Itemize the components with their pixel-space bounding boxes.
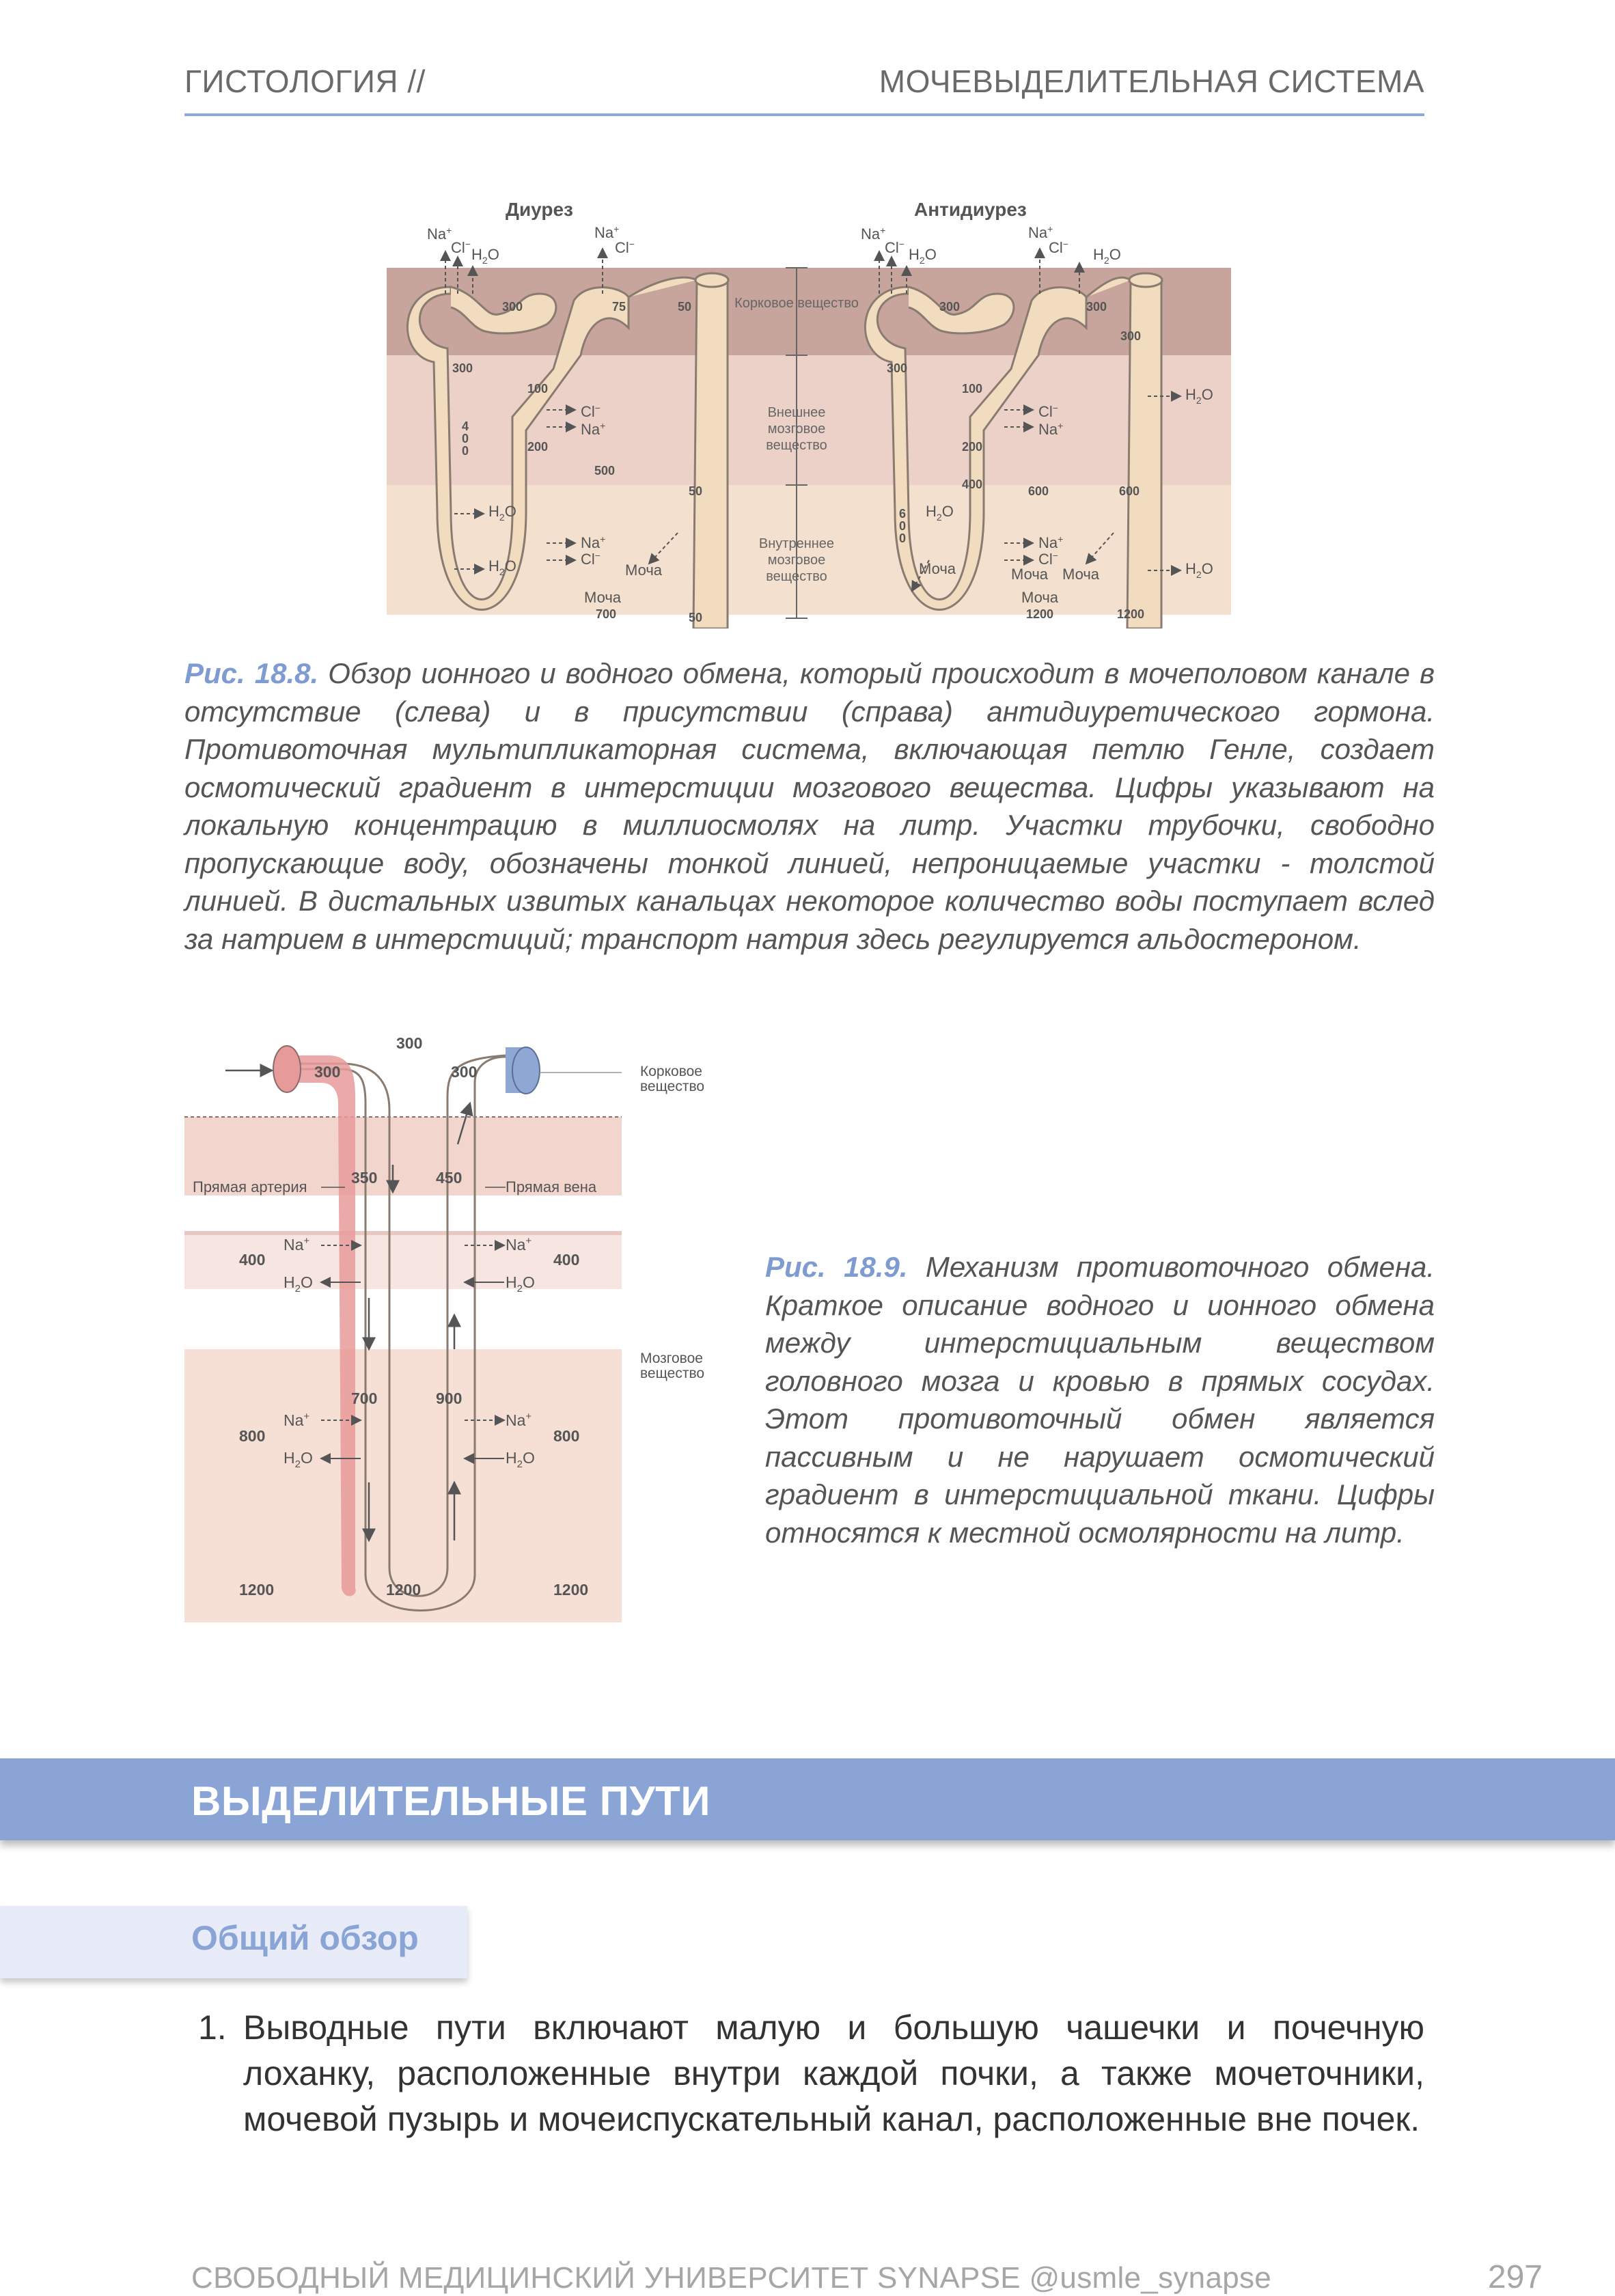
svg-text:6: 6 <box>899 507 906 521</box>
svg-text:Моча: Моча <box>1021 589 1059 606</box>
svg-text:600: 600 <box>1028 484 1049 498</box>
svg-text:0: 0 <box>899 531 906 545</box>
svg-text:500: 500 <box>594 464 615 478</box>
subsection-title: Общий обзор <box>191 1918 419 1958</box>
svg-text:1200: 1200 <box>386 1581 421 1599</box>
cortex-label: Корковое вещество <box>734 296 859 311</box>
svg-text:Моча: Моча <box>584 589 622 606</box>
svg-text:H2O: H2O <box>471 246 499 266</box>
svg-text:100: 100 <box>527 382 548 396</box>
value-300-top: 300 <box>396 1034 422 1052</box>
svg-text:Na+: Na+ <box>861 225 885 243</box>
svg-text:300: 300 <box>1086 300 1107 314</box>
header-rule <box>184 113 1424 116</box>
svg-text:0: 0 <box>462 444 469 458</box>
list-item-number: 1. <box>198 2005 227 2051</box>
vein-end <box>512 1047 540 1094</box>
svg-text:200: 200 <box>527 440 548 454</box>
svg-text:300: 300 <box>451 1063 477 1081</box>
svg-text:Na+: Na+ <box>427 225 452 243</box>
figure-18-8-caption: Рис. 18.8. Обзор ионного и водного обмен… <box>184 654 1435 958</box>
svg-text:0: 0 <box>462 432 469 445</box>
svg-text:Моча: Моча <box>1062 566 1100 583</box>
svg-text:400: 400 <box>553 1251 579 1269</box>
svg-text:1200: 1200 <box>553 1581 588 1599</box>
caption-text: Механизм противоточного обмена. Краткое … <box>765 1251 1435 1549</box>
svg-text:200: 200 <box>962 440 982 454</box>
svg-text:Cl−: Cl− <box>451 238 471 256</box>
svg-text:1200: 1200 <box>1117 607 1144 621</box>
diuresis-title: Диурез <box>506 199 573 220</box>
svg-text:Внешнее: Внешнее <box>768 405 826 420</box>
svg-text:мозговое: мозговое <box>768 421 825 437</box>
svg-text:1200: 1200 <box>239 1581 274 1599</box>
list-item-text: Выводные пути включают малую и большую ч… <box>243 2005 1424 2142</box>
page-number: 297 <box>1488 2258 1543 2296</box>
svg-text:300: 300 <box>887 361 907 375</box>
svg-text:800: 800 <box>553 1427 579 1445</box>
svg-text:50: 50 <box>689 611 702 624</box>
svg-text:50: 50 <box>689 484 702 498</box>
svg-text:Моча: Моча <box>1011 566 1049 583</box>
svg-text:600: 600 <box>1119 484 1140 498</box>
svg-text:700: 700 <box>596 607 616 621</box>
figure-18-9-caption: Рис. 18.9. Механизм противоточного обмен… <box>765 1248 1435 1551</box>
caption-label: Рис. 18.9. <box>765 1251 908 1283</box>
svg-text:0: 0 <box>899 519 906 533</box>
svg-text:Cl−: Cl− <box>885 238 905 256</box>
svg-text:вещество: вещество <box>640 1366 704 1381</box>
svg-text:Прямая вена: Прямая вена <box>506 1178 597 1195</box>
caption-label: Рис. 18.8. <box>184 657 318 689</box>
svg-text:Корковое: Корковое <box>640 1064 702 1079</box>
svg-text:вещество: вещество <box>766 438 827 453</box>
svg-text:300: 300 <box>452 361 473 375</box>
svg-text:Внутреннее: Внутреннее <box>759 536 834 551</box>
svg-text:300: 300 <box>1120 329 1141 343</box>
figure-18-9-diagram: 300 300 300 Корковое вещество Мозговое в… <box>184 1028 731 1622</box>
figure-18-8-diagram: Диурез Антидиурез Корковое вещество Внеш… <box>383 191 1233 628</box>
running-header-right: МОЧЕВЫДЕЛИТЕЛЬНАЯ СИСТЕМА <box>879 63 1424 100</box>
svg-text:Cl−: Cl− <box>615 238 635 256</box>
svg-text:H2O: H2O <box>909 246 937 266</box>
section-title: ВЫДЕЛИТЕЛЬНЫЕ ПУТИ <box>191 1778 710 1825</box>
artery-end <box>273 1046 301 1092</box>
svg-text:мозговое: мозговое <box>768 553 825 568</box>
svg-text:300: 300 <box>939 300 960 314</box>
collecting-duct-left <box>693 280 728 628</box>
svg-text:Моча: Моча <box>625 562 663 579</box>
svg-text:400: 400 <box>962 478 982 491</box>
svg-text:вещество: вещество <box>766 569 827 584</box>
antidiuresis-title: Антидиурез <box>914 199 1027 220</box>
list-item: 1. Выводные пути включают малую и большу… <box>198 2005 1424 2142</box>
numbered-list: 1. Выводные пути включают малую и большу… <box>198 2005 1424 2142</box>
svg-text:Cl−: Cl− <box>1049 238 1068 256</box>
svg-text:H2O: H2O <box>1093 246 1121 266</box>
svg-text:300: 300 <box>502 300 523 314</box>
svg-text:Моча: Моча <box>919 560 956 577</box>
footer-text: СВОБОДНЫЙ МЕДИЦИНСКИЙ УНИВЕРСИТЕТ SYNAPS… <box>191 2261 1271 2295</box>
svg-text:100: 100 <box>962 382 982 396</box>
svg-text:4: 4 <box>462 419 469 433</box>
running-header-left: ГИСТОЛОГИЯ // <box>184 63 426 100</box>
svg-text:450: 450 <box>436 1169 462 1187</box>
svg-text:350: 350 <box>351 1169 377 1187</box>
svg-text:800: 800 <box>239 1427 265 1445</box>
svg-text:900: 900 <box>436 1389 462 1407</box>
svg-text:1200: 1200 <box>1026 607 1053 621</box>
svg-text:75: 75 <box>612 300 626 314</box>
svg-text:вещество: вещество <box>640 1079 704 1094</box>
caption-text: Обзор ионного и водного обмена, который … <box>184 657 1435 955</box>
svg-text:300: 300 <box>314 1063 340 1081</box>
svg-text:50: 50 <box>678 300 691 314</box>
svg-text:400: 400 <box>239 1251 265 1269</box>
svg-text:Прямая артерия: Прямая артерия <box>193 1178 307 1195</box>
svg-text:700: 700 <box>351 1389 377 1407</box>
svg-text:Мозговое: Мозговое <box>640 1351 703 1366</box>
